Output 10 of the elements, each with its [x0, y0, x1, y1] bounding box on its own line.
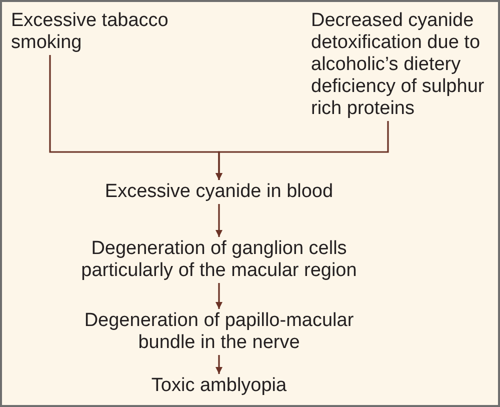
step-text: Excessive cyanide in blood — [104, 181, 334, 203]
connector-arrow — [216, 204, 222, 237]
step-text: Toxic amblyopia — [151, 375, 287, 397]
connector-arrow — [216, 355, 222, 374]
connector-arrow — [216, 121, 389, 180]
cause-text: Decreased cyanide detoxification due to alcoholic’s dietery deficiency of sulphur rich proteins — [311, 10, 495, 120]
cause-text: Excessive tabacco smoking — [11, 10, 186, 54]
step-text: Degeneration of ganglion cells particularly of the macular region — [74, 238, 364, 282]
step-text: Degeneration of papillo-macular bundle in the nerve — [74, 310, 364, 354]
connector-arrow — [216, 283, 222, 309]
